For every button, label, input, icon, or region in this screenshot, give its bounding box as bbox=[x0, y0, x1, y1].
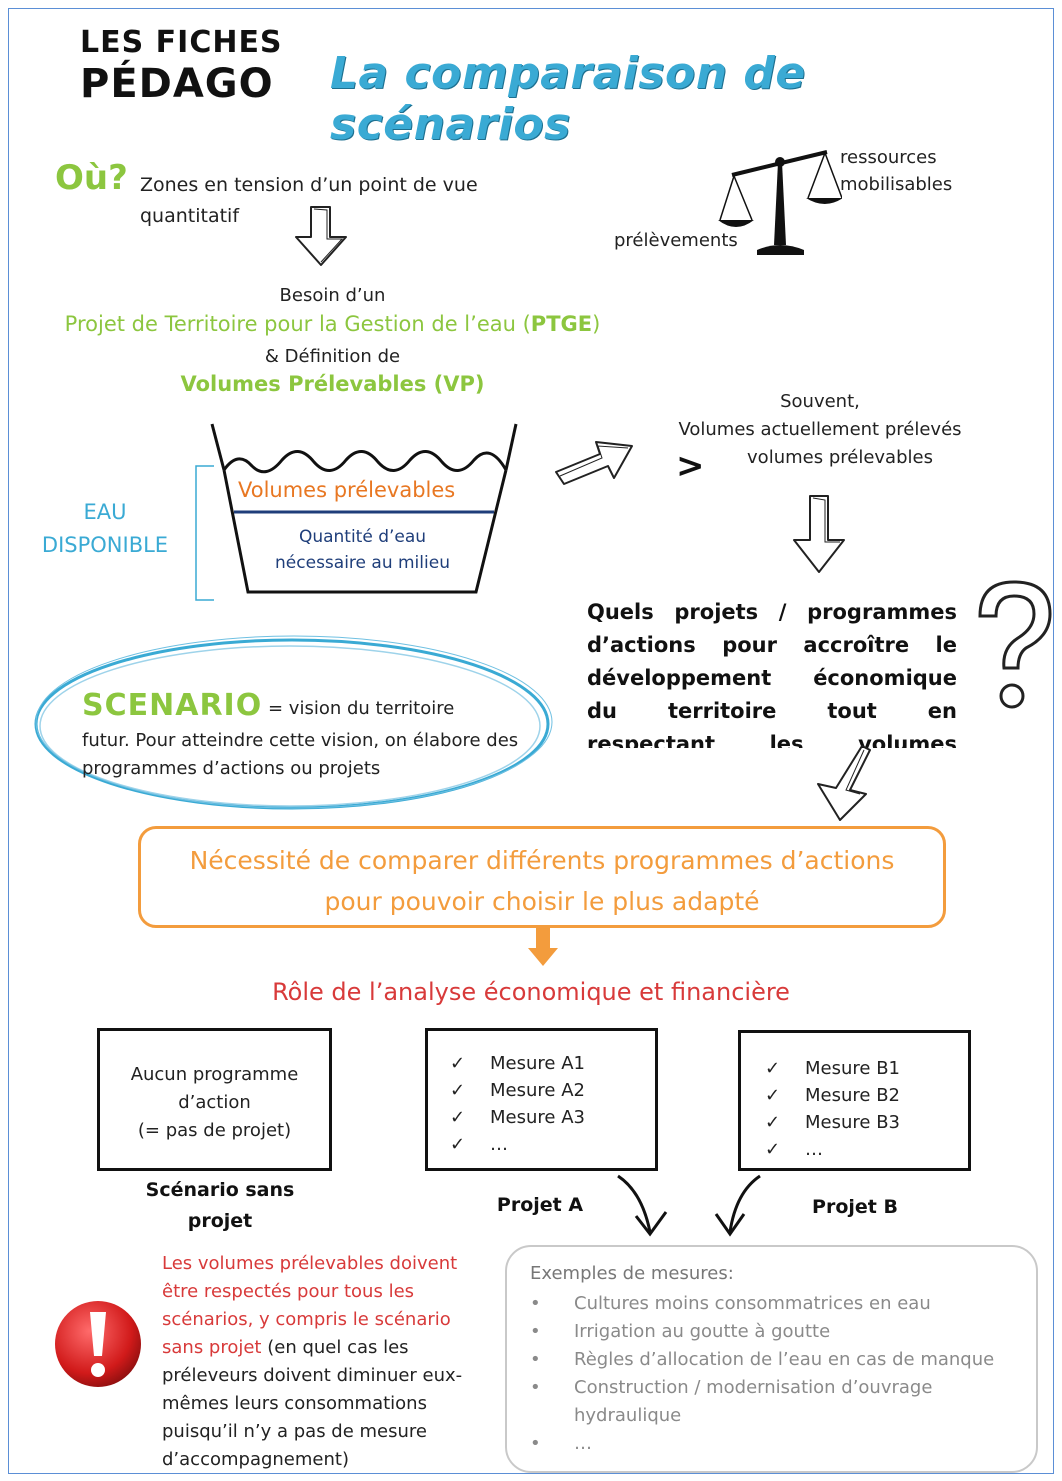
balance-label-resources-2: mobilisables bbox=[840, 174, 953, 195]
basin-quantity-line-2: nécessaire au milieu bbox=[275, 553, 450, 573]
ptge-text: Projet de Territoire pour la Gestion de … bbox=[64, 312, 531, 336]
question-mark-icon bbox=[978, 580, 1052, 709]
necessity-line-2: pour pouvoir choisir le plus adapté bbox=[324, 887, 760, 916]
often-line-2: Volumes actuellement prélevés bbox=[678, 419, 962, 440]
role-heading: Rôle de l’analyse économique et financiè… bbox=[272, 978, 790, 1006]
brand-logo: LES FICHES PÉDAGO bbox=[80, 25, 283, 107]
vp-line: Volumes Prélevables (VP) bbox=[0, 372, 665, 396]
vp-close: ) bbox=[474, 372, 485, 396]
water-basin-diagram bbox=[190, 423, 518, 598]
project-a-caption: Projet A bbox=[496, 1194, 584, 1216]
down-arrow-icon-2 bbox=[793, 495, 845, 573]
orange-down-arrow-icon bbox=[528, 928, 558, 966]
often-block: Souvent, Volumes actuellement prélevés v… bbox=[660, 388, 980, 472]
brand-line-2: PÉDAGO bbox=[80, 61, 274, 107]
bullet-icon: • bbox=[530, 1293, 541, 1314]
available-water-label: EAU DISPONIBLE bbox=[30, 496, 180, 562]
check-icon: ✓ bbox=[765, 1112, 781, 1133]
scenario-no-project-box bbox=[97, 1028, 332, 1171]
list-item: •Irrigation au goutte à goutte bbox=[530, 1318, 1020, 1346]
check-icon: ✓ bbox=[450, 1134, 466, 1155]
arrows-to-examples-icon bbox=[617, 1174, 761, 1237]
page-title: La comparaison de scénarios bbox=[330, 48, 806, 150]
ptge-close: ) bbox=[592, 312, 601, 336]
no-project-caption-2: projet bbox=[187, 1210, 253, 1232]
list-item: ✓Mesure A1 bbox=[450, 1050, 585, 1077]
scenario-eq: = vision du territoire bbox=[268, 698, 455, 719]
check-icon: ✓ bbox=[765, 1139, 781, 1160]
check-icon: ✓ bbox=[450, 1080, 466, 1101]
list-item: •… bbox=[530, 1430, 1020, 1458]
right-arrow-icon bbox=[555, 441, 633, 485]
check-icon: ✓ bbox=[765, 1058, 781, 1079]
list-item: ✓Mesure A2 bbox=[450, 1077, 585, 1104]
check-icon: ✓ bbox=[450, 1053, 466, 1074]
necessity-box bbox=[138, 826, 946, 928]
list-item: •Règles d’allocation de l’eau en cas de … bbox=[530, 1346, 1020, 1374]
list-item: •Cultures moins consommatrices en eau bbox=[530, 1290, 1020, 1318]
where-question: Où? bbox=[55, 158, 128, 198]
check-icon: ✓ bbox=[765, 1085, 781, 1106]
project-b-list: ✓Mesure B1 ✓Mesure B2 ✓Mesure B3 ✓… bbox=[765, 1055, 900, 1163]
check-icon: ✓ bbox=[450, 1107, 466, 1128]
need-line-1: Besoin d’un bbox=[279, 285, 386, 306]
list-item: ✓… bbox=[765, 1136, 900, 1163]
available-water-line-1: EAU bbox=[83, 500, 127, 524]
scenario-body: futur. Pour atteindre cette vision, on é… bbox=[82, 730, 519, 779]
no-project-caption: Scénario sans projet bbox=[120, 1175, 320, 1237]
examples-box bbox=[505, 1245, 1038, 1473]
often-line-1: Souvent, bbox=[780, 391, 860, 412]
list-item: ✓Mesure B3 bbox=[765, 1109, 900, 1136]
ptge-line: Projet de Territoire pour la Gestion de … bbox=[0, 312, 665, 336]
scenario-title: SCENARIO bbox=[82, 688, 263, 723]
bullet-icon: • bbox=[530, 1349, 541, 1370]
need-line-3: & Définition de bbox=[264, 346, 401, 367]
available-water-line-2: DISPONIBLE bbox=[41, 533, 169, 557]
necessity-line-1: Nécessité de comparer différents program… bbox=[189, 846, 895, 875]
where-text: Zones en tension d’un point de vue quant… bbox=[140, 174, 478, 227]
project-b-caption: Projet B bbox=[812, 1196, 898, 1218]
list-item: ✓Mesure B2 bbox=[765, 1082, 900, 1109]
list-item: ✓… bbox=[450, 1131, 585, 1158]
no-project-line-1: Aucun programme bbox=[130, 1064, 299, 1085]
warning-red-text: Les volumes prélevables doivent être res… bbox=[162, 1253, 458, 1358]
no-project-line-2: d’action bbox=[178, 1092, 251, 1113]
curved-arrow-icon bbox=[817, 745, 871, 821]
often-line-3: volumes prélevables bbox=[747, 447, 933, 468]
project-b-box bbox=[738, 1030, 971, 1171]
project-a-list: ✓Mesure A1 ✓Mesure A2 ✓Mesure A3 ✓… bbox=[450, 1050, 585, 1158]
vp-abbr: VP bbox=[443, 372, 475, 396]
balance-label-withdrawals: prélèvements bbox=[614, 230, 738, 251]
brand-line-1: LES FICHES bbox=[80, 25, 283, 60]
basin-volumes-label: Volumes prélevables bbox=[238, 478, 456, 502]
examples-title: Exemples de mesures: bbox=[530, 1263, 734, 1284]
exclamation-icon bbox=[55, 1301, 141, 1387]
bullet-icon: • bbox=[530, 1377, 541, 1398]
page-frame bbox=[8, 8, 1054, 1474]
list-item: ✓Mesure A3 bbox=[450, 1104, 585, 1131]
key-question: Quels projets / programmes d’actions pou… bbox=[587, 600, 957, 748]
basin-quantity-label: Quantité d’eau nécessaire au milieu bbox=[250, 524, 475, 576]
balance-label-resources-1: ressources bbox=[840, 147, 937, 168]
bullet-icon: • bbox=[530, 1433, 541, 1454]
ptge-abbr: PTGE bbox=[530, 312, 593, 336]
necessity-text: Nécessité de comparer différents program… bbox=[138, 840, 946, 922]
bracket-icon bbox=[195, 465, 214, 601]
no-project-line-3: (= pas de projet) bbox=[137, 1120, 292, 1141]
bullet-icon: • bbox=[530, 1321, 541, 1342]
scenario-ellipse bbox=[34, 635, 553, 810]
greater-than-sign: > bbox=[676, 446, 705, 486]
no-project-caption-1: Scénario sans bbox=[145, 1179, 295, 1201]
vp-text: Volumes Prélevables ( bbox=[180, 372, 444, 396]
down-arrow-icon bbox=[295, 206, 347, 266]
list-item: •Construction / modernisation d’ouvrage … bbox=[530, 1374, 1020, 1430]
basin-quantity-line-1: Quantité d’eau bbox=[298, 527, 427, 547]
scale-icon bbox=[718, 150, 842, 255]
warning-text: Les volumes prélevables doivent être res… bbox=[162, 1250, 492, 1474]
project-a-box bbox=[425, 1028, 658, 1171]
list-item: ✓Mesure B1 bbox=[765, 1055, 900, 1082]
warning-rest-text: (en quel cas les préleveurs doivent dimi… bbox=[162, 1337, 463, 1470]
examples-list: •Cultures moins consommatrices en eau •I… bbox=[530, 1290, 1020, 1458]
scenario-no-project-text: Aucun programme d’action (= pas de proje… bbox=[97, 1061, 332, 1145]
